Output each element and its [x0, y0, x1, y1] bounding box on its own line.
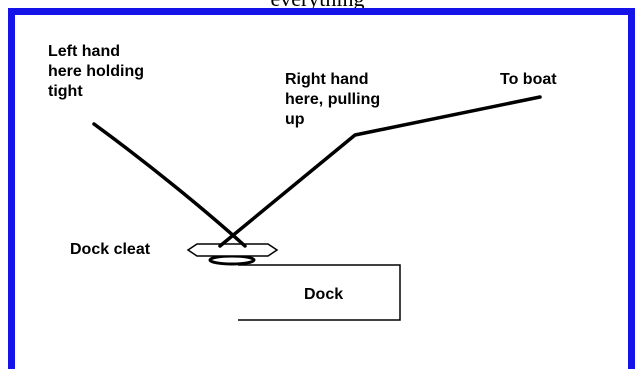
to-boat-label: To boat: [500, 71, 557, 88]
rope-left: [92, 122, 247, 248]
dock-label: Dock: [304, 286, 344, 303]
left-hand-label: Left hand here holding tight: [48, 43, 144, 100]
blue-frame: [8, 8, 635, 369]
right-hand-label: Right hand here, pulling up: [285, 71, 381, 128]
rope-right: [218, 95, 542, 248]
caption-text: everything: [0, 0, 635, 12]
dock-outline: [238, 264, 401, 321]
dock-cleat: [186, 243, 279, 257]
dock-cleat-label: Dock cleat: [70, 241, 151, 258]
rope-coil: [208, 254, 256, 266]
